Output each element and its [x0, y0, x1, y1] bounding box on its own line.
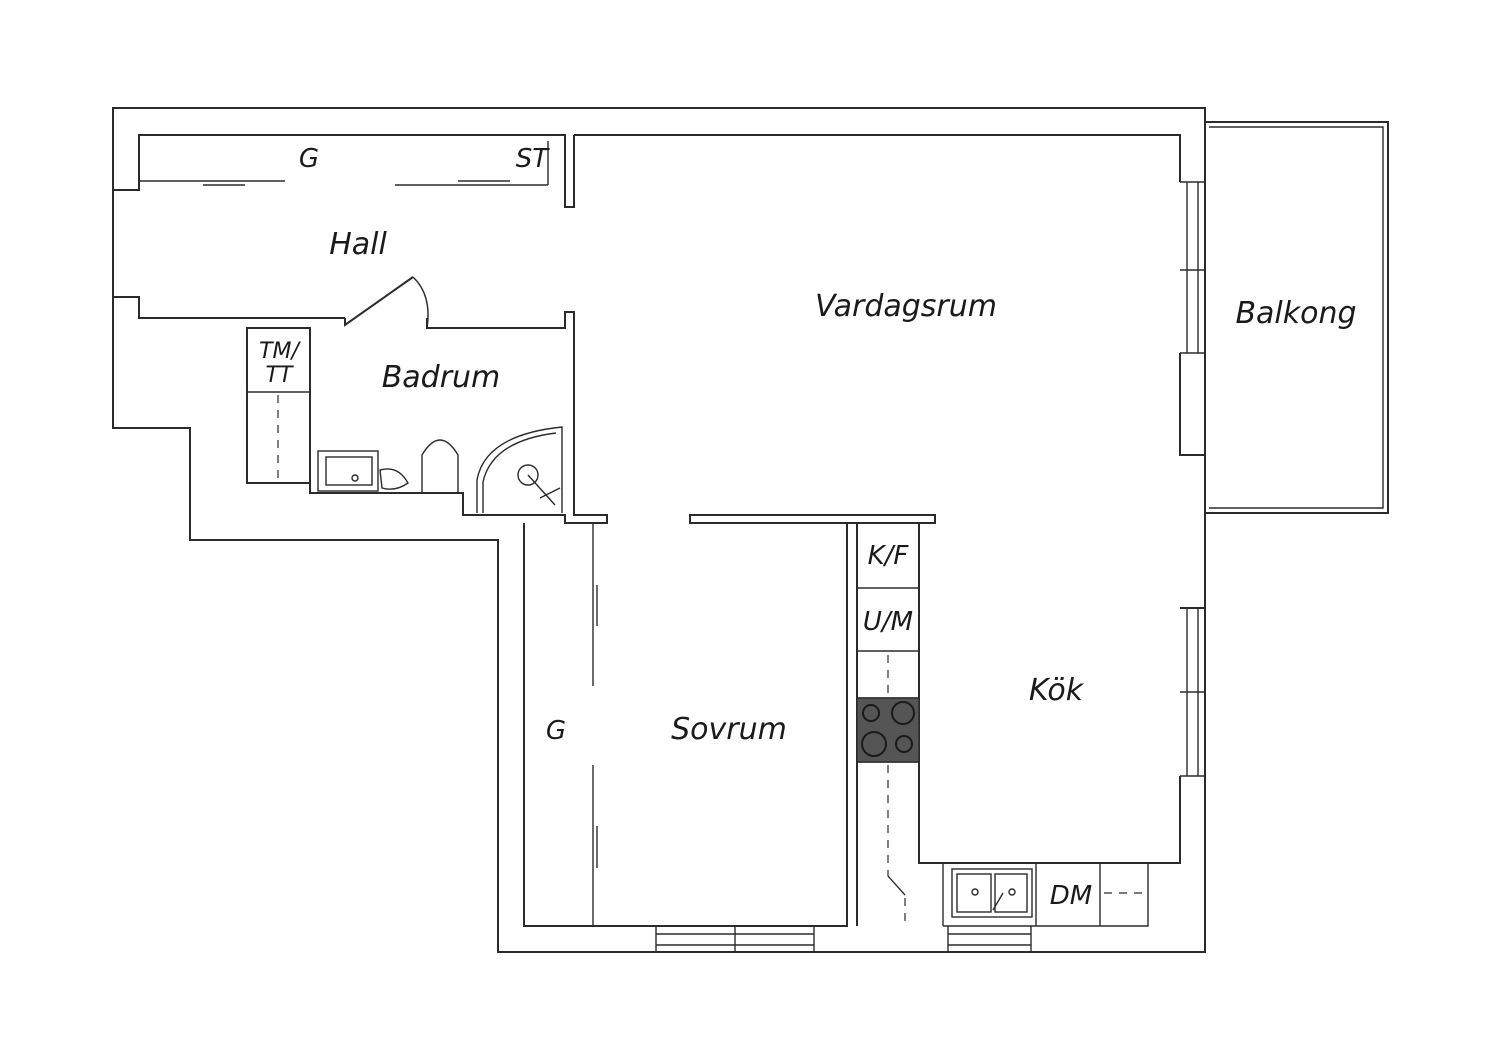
outer-walls: [112, 107, 1206, 953]
label-garderob-hall: G: [299, 144, 319, 174]
label-garderob-sovrum: G: [546, 716, 566, 746]
balcony-outline: [1205, 121, 1389, 514]
label-kyl-frys: K/F: [868, 541, 910, 571]
room-label-kok: Kök: [1029, 673, 1085, 708]
hall-walls: [113, 134, 1181, 319]
label-tvatt-1: TM/: [259, 339, 301, 364]
room-label-badrum: Badrum: [382, 360, 501, 395]
label-diskmaskin: DM: [1050, 881, 1092, 911]
windows: [655, 181, 1205, 952]
room-label-sovrum: Sovrum: [671, 712, 787, 747]
kitchen-sink-icon: [951, 868, 1033, 918]
label-stad-hall: ST: [516, 144, 551, 174]
kitchen-counter: [856, 587, 1149, 927]
bedroom-closet: [592, 523, 598, 926]
bathroom-walls: [246, 276, 608, 524]
room-labels: Hall Vardagsrum Balkong Badrum Sovrum Kö…: [329, 227, 1356, 747]
room-label-balkong: Balkong: [1235, 296, 1356, 331]
fixture-labels: G ST TM/ TT G K/F U/M DM: [259, 144, 1092, 911]
label-ugn-micro: U/M: [863, 607, 913, 637]
room-label-hall: Hall: [329, 227, 387, 262]
room-label-vardagsrum: Vardagsrum: [815, 289, 997, 324]
interior-walls: [523, 353, 1205, 927]
label-tvatt-2: TT: [266, 363, 294, 388]
